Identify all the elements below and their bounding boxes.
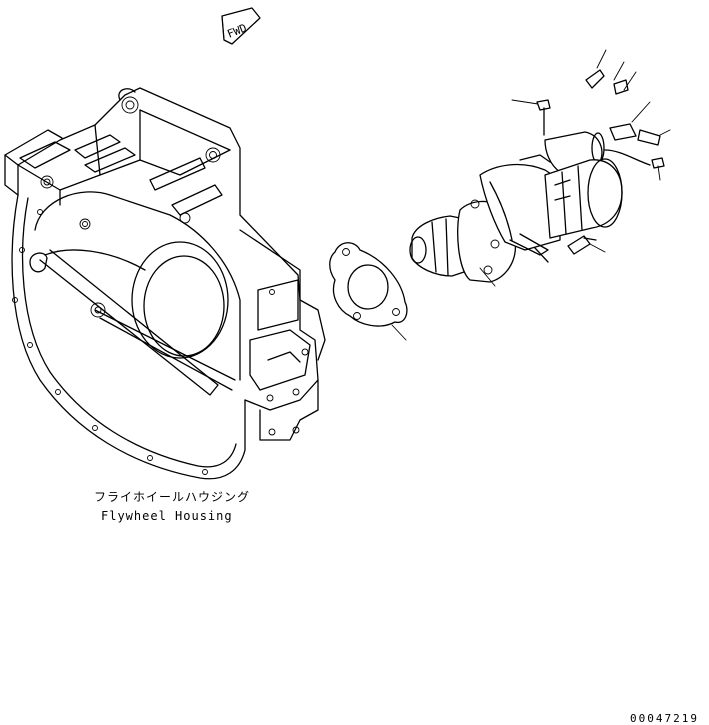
flywheel-housing-label-jp: フライホイールハウジング [94, 490, 250, 504]
starter-motor-drawing [409, 49, 671, 287]
gasket-drawing [329, 242, 408, 341]
flywheel-housing-label-en: Flywheel Housing [101, 509, 233, 523]
flywheel-housing-drawing [4, 87, 326, 480]
drawing-code: 00047219 [630, 712, 699, 725]
fwd-arrow-icon: FWD [221, 7, 261, 45]
